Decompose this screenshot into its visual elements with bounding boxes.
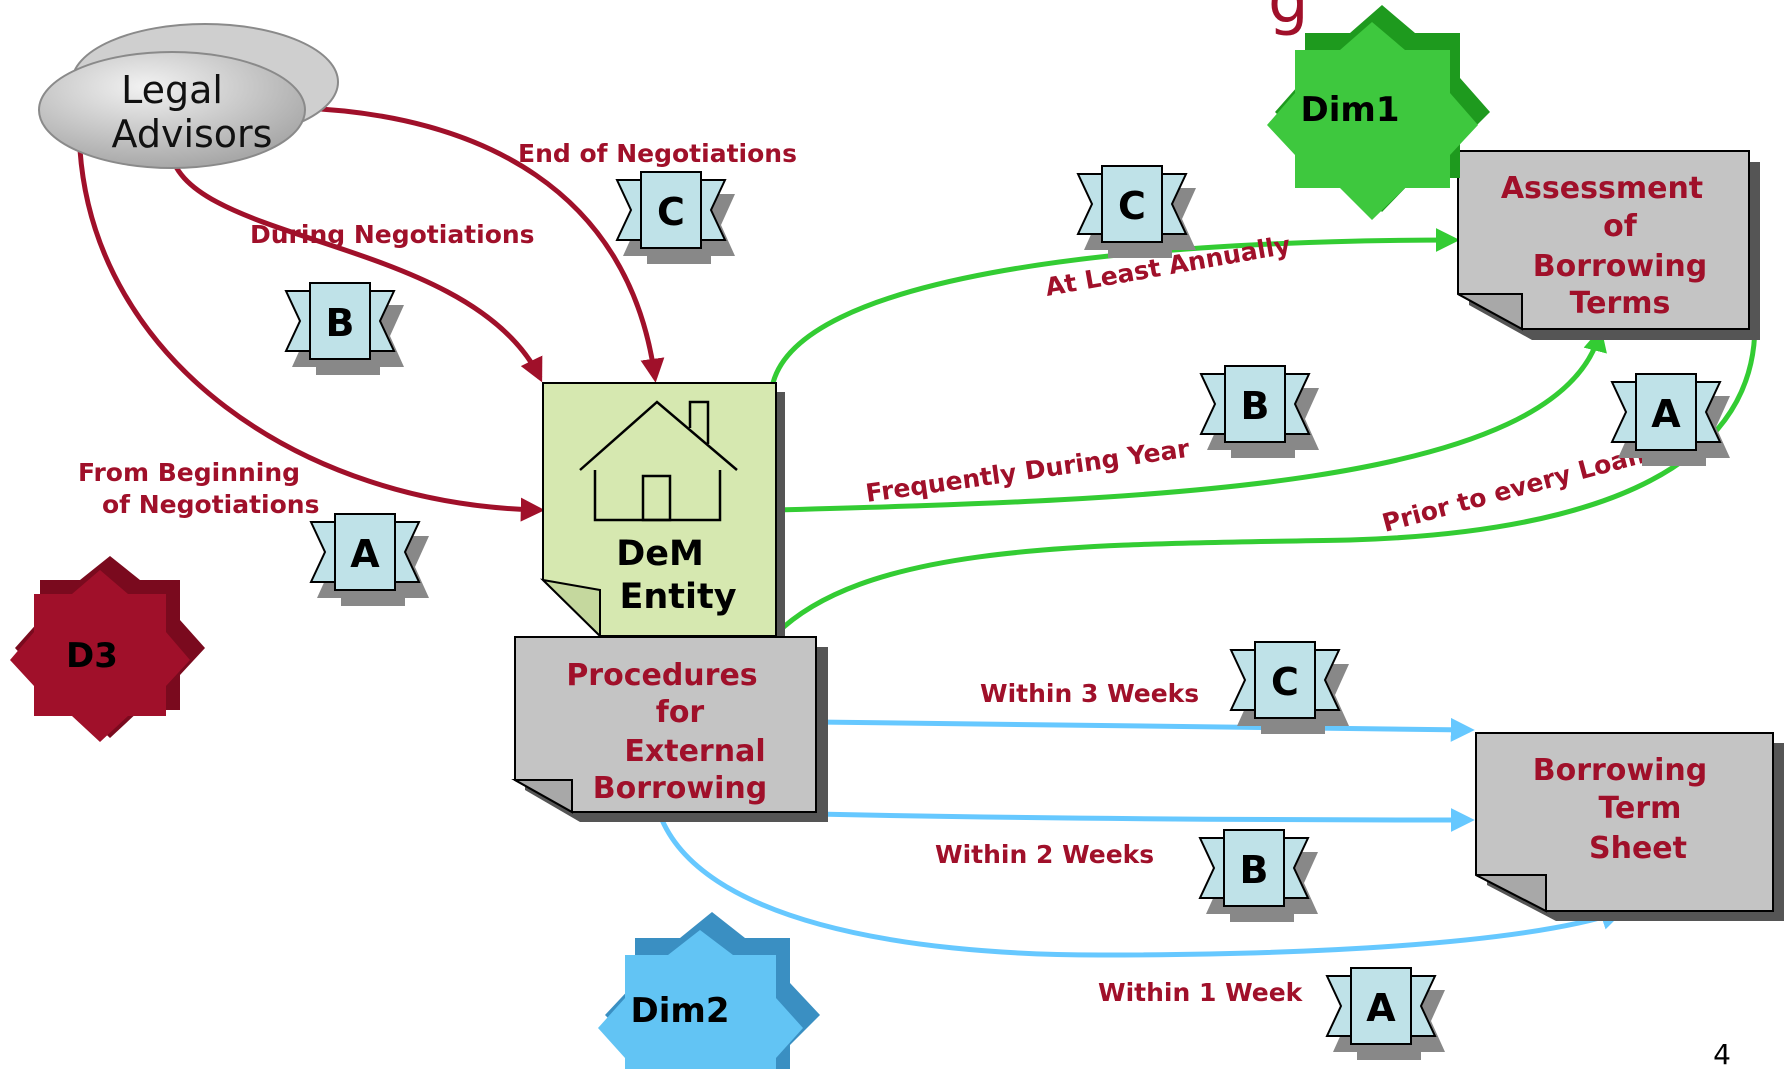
ribbon-badge: A	[1610, 373, 1730, 466]
term-sheet-line3: Sheet	[1589, 831, 1687, 866]
house-icon	[579, 400, 738, 522]
ribbon-badge: A	[309, 513, 429, 606]
ribbon-badge: B	[1198, 829, 1318, 922]
assessment-line3: Borrowing	[1533, 249, 1708, 284]
label-within-3-weeks: Within 3 Weeks	[980, 679, 1199, 708]
dim2-label: Dim2	[631, 991, 730, 1031]
label-end-of-negotiations: End of Negotiations	[518, 139, 797, 168]
assessment-line4: Terms	[1570, 286, 1671, 321]
assessment-node: Assessment of Borrowing Terms	[1457, 150, 1760, 340]
label-within-2-weeks: Within 2 Weeks	[935, 840, 1154, 869]
ribbon-badge: C	[1229, 641, 1349, 734]
label-within-1-week: Within 1 Week	[1098, 978, 1304, 1007]
ribbon-badge: C	[1076, 165, 1196, 258]
ribbon-letter: A	[350, 532, 380, 576]
ribbon-letter: A	[1366, 986, 1396, 1030]
ribbon-badge: B	[1199, 365, 1319, 458]
edge-end-of-negotiations	[301, 105, 665, 383]
edge-within-1-week	[657, 814, 1625, 958]
ribbon-letter: B	[1241, 384, 1270, 428]
legal-advisors-line2: Advisors	[112, 112, 273, 156]
edge-at-least-annually	[770, 228, 1460, 384]
term-sheet-line1: Borrowing	[1533, 753, 1708, 788]
ribbon-badge: C	[615, 171, 735, 264]
ribbon-badge: A	[1325, 967, 1445, 1060]
edge-labels: End of Negotiations During Negotiations …	[78, 139, 1648, 1007]
ribbon-letter: C	[1271, 660, 1299, 704]
assessment-line1: Assessment	[1501, 171, 1703, 206]
page-number: 4	[1713, 1038, 1731, 1069]
ribbon-letter: B	[326, 301, 355, 345]
legal-advisors-node: Legal Advisors	[38, 23, 339, 169]
legal-advisors-line1: Legal	[121, 68, 223, 112]
dim1-label: Dim1	[1301, 90, 1400, 130]
edge-frequently-during-year	[774, 327, 1607, 513]
assessment-line2: of	[1603, 209, 1638, 244]
procedures-line1: Procedures	[566, 658, 757, 693]
edge-from-beginning	[77, 149, 545, 522]
procedures-line4: Borrowing	[593, 771, 768, 806]
dim2-star: Dim2	[598, 912, 820, 1069]
d3-label: D3	[66, 636, 118, 676]
title-fragment: g	[1268, 0, 1309, 38]
procedures-line2: for	[656, 695, 705, 730]
procedures-node: Procedures for External Borrowing	[511, 636, 828, 822]
dim1-star: Dim1	[1267, 5, 1490, 220]
edge-prior-to-every-loan	[773, 240, 1758, 637]
ribbon-badge: B	[284, 282, 404, 375]
d3-star: D3	[10, 556, 205, 742]
ribbon-letter: A	[1651, 392, 1681, 436]
term-sheet-line2: Term	[1599, 791, 1682, 826]
edges	[77, 105, 1758, 958]
label-during-negotiations: During Negotiations	[250, 220, 535, 249]
edge-within-2-weeks	[814, 807, 1475, 832]
dem-entity-node: DeM Entity	[540, 382, 785, 645]
edge-during-negotiations	[167, 147, 543, 383]
term-sheet-node: Borrowing Term Sheet	[1475, 732, 1784, 921]
dem-entity-line1: DeM	[616, 534, 704, 574]
ribbon-letter: C	[657, 190, 685, 234]
edge-within-3-weeks	[814, 717, 1475, 742]
procedures-line3: External	[624, 734, 765, 769]
dem-entity-line2: Entity	[619, 577, 736, 617]
label-from-beginning-1: From Beginning	[78, 458, 300, 487]
label-from-beginning-2: of Negotiations	[102, 490, 319, 519]
ribbon-letter: C	[1118, 184, 1146, 228]
ribbon-letter: B	[1240, 848, 1269, 892]
